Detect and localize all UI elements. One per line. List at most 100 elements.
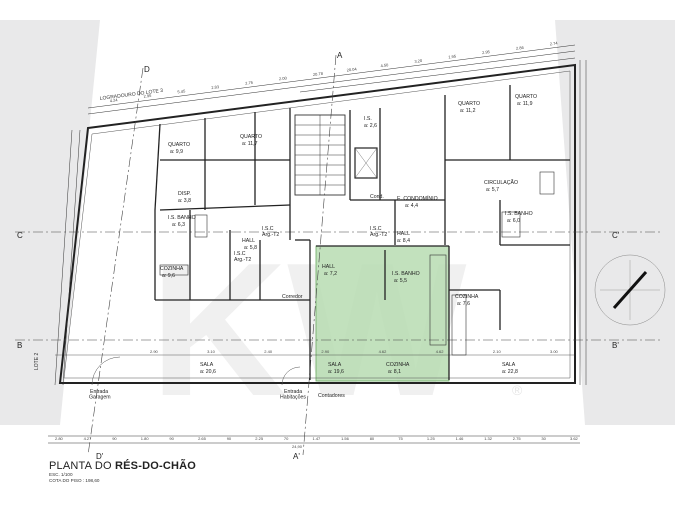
dim-top-12: 2.86	[516, 45, 525, 51]
dim-total: 24,90	[292, 444, 303, 449]
dim-top-1: 2.95	[143, 93, 152, 99]
dim-top-0: 4.24	[109, 97, 118, 103]
room-isc-3-area: Arg.-T2	[370, 232, 387, 238]
kitchen-counter-3	[451, 294, 467, 356]
lot-label: LOTE 2	[34, 353, 40, 370]
top-dim-line-2	[87, 50, 576, 115]
dim-bottom-9: 1.47	[313, 436, 322, 441]
lot-surround-left	[0, 20, 100, 425]
entry-contadores: Contadores	[318, 393, 345, 399]
room-banho-3: I.S. BANHO	[392, 271, 420, 277]
room-sala-2: SALA	[328, 362, 342, 368]
room-circulacao: CIRCULAÇÃO	[484, 179, 518, 186]
dim-bottom-8: 70	[284, 436, 289, 441]
dim-mid-1: 3.10	[207, 349, 216, 354]
room-isc-2: I.S.C	[234, 251, 246, 257]
room-quarto-2: QUARTO	[240, 134, 262, 140]
room-banho-2-area: a: 6,0	[507, 218, 520, 224]
dim-bottom-11: 80	[370, 436, 375, 441]
building-outline	[58, 63, 576, 384]
room-sala-2-area: a: 19,6	[328, 369, 344, 375]
left-dim-line-1	[54, 129, 73, 386]
title-block: PLANTA DO RÉS-DO-CHÃO ESC. 1/100 COTA DO…	[49, 460, 196, 484]
entry-habitacoes-l1: Entrada	[284, 389, 302, 395]
registered-mark: ®	[512, 382, 523, 398]
elevator	[354, 147, 378, 179]
room-isc-1-area: Arg.-T2	[262, 232, 279, 238]
room-disp: DISP.	[178, 191, 191, 197]
room-hall-3: HALL	[397, 231, 410, 237]
dim-top-10: 1.95	[448, 53, 457, 59]
top-dim-line-3	[299, 57, 576, 93]
room-hall-3-area: a: 8,4	[397, 238, 410, 244]
room-sala-3: SALA	[502, 362, 516, 368]
dim-top-8: 4.50	[380, 62, 389, 68]
axis-b-left: B	[17, 341, 22, 350]
room-cond: Cond.	[370, 194, 384, 200]
dim-top-11: 2.95	[482, 49, 491, 55]
dim-top-2: 5.45	[177, 88, 186, 94]
stairs	[294, 114, 346, 196]
axis-a-top: A	[337, 51, 343, 60]
room-coz-3-area: a: 7,6	[457, 301, 470, 307]
room-isc-2-area: Arg.-T2	[234, 257, 251, 263]
bath-fixture-3	[539, 171, 555, 195]
dim-mid-4: 4.62	[379, 349, 388, 354]
dim-mid-6: 2.10	[493, 349, 502, 354]
dim-bottom-1: 4.27	[84, 436, 93, 441]
dim-bottom-12: 75	[398, 436, 403, 441]
bath-fixture-2	[194, 214, 208, 238]
room-hall-2-area: a: 7,2	[324, 271, 337, 277]
dim-bottom-17: 30	[541, 436, 546, 441]
lot-surround-right	[555, 20, 675, 425]
dim-bottom-15: 1.32	[484, 436, 493, 441]
room-labels: QUARTO a: 9,9 QUARTO a: 11,7 QUARTO a: 1…	[160, 94, 537, 375]
axis-d-bottom: D'	[96, 452, 104, 461]
room-isc-3: I.S.C	[370, 226, 382, 232]
room-quarto-1-area: a: 9,9	[170, 149, 183, 155]
room-sala-1-area: a: 20,6	[200, 369, 216, 375]
plan-title-bold: RÉS-DO-CHÃO	[114, 460, 197, 472]
left-dim-line-2	[62, 129, 81, 386]
kitchen-counter-1	[159, 264, 189, 276]
room-sala-1: SALA	[200, 362, 214, 368]
room-coz-3: COZINHA	[455, 294, 479, 300]
dim-mid-5: 4.62	[436, 349, 445, 354]
dim-top-13: 2.74	[549, 40, 558, 46]
room-is-area: a: 2,6	[364, 123, 377, 129]
axis-c-right: C'	[612, 231, 620, 240]
bath-fixture-1	[501, 211, 521, 238]
plan-title: PLANTA DO RÉS-DO-CHÃO	[49, 460, 196, 472]
entry-garagem-l1: Entrada	[90, 389, 108, 395]
entry-habitacoes-l2: Habitações	[280, 395, 306, 401]
dim-top-3: 2.83	[211, 84, 220, 90]
kitchen-counter-2	[429, 254, 447, 346]
room-quarto-2-area: a: 11,7	[242, 141, 258, 147]
room-disp-area: a: 3,8	[178, 198, 191, 204]
axis-d-top: D	[144, 65, 150, 74]
dim-bottom-0: 2.80	[55, 436, 64, 441]
room-sala-3-area: a: 22,8	[502, 369, 518, 375]
room-corredor: Corredor	[282, 294, 303, 300]
plan-floor-level: COTA DO PISO : 198,60	[49, 478, 100, 483]
north-arrow	[594, 254, 666, 326]
room-quarto-1: QUARTO	[168, 142, 190, 148]
dim-bottom-16: 2.75	[513, 436, 522, 441]
room-hall-1: HALL	[242, 238, 255, 244]
room-coz-1-area: a: 9,6	[162, 273, 175, 279]
dim-bottom-13: 1.25	[427, 436, 436, 441]
building-inner	[63, 70, 571, 379]
dims-top: 4.242.955.452.832.762.0020.7820.044.503.…	[109, 40, 558, 103]
room-coz-2: COZINHA	[386, 362, 410, 368]
dim-mid-3: 2.90	[321, 349, 330, 354]
room-circulacao-area: a: 5,7	[486, 187, 499, 193]
dim-mid-2: 2.40	[264, 349, 273, 354]
room-isc-1: I.S.C	[262, 226, 274, 232]
axis-c-left: C	[17, 231, 23, 240]
dim-bottom-6: 90	[227, 436, 232, 441]
highlighted-unit	[315, 245, 450, 382]
room-is: I.S.	[364, 116, 372, 122]
interior-walls	[154, 85, 570, 380]
room-hall-2: HALL	[322, 264, 335, 270]
